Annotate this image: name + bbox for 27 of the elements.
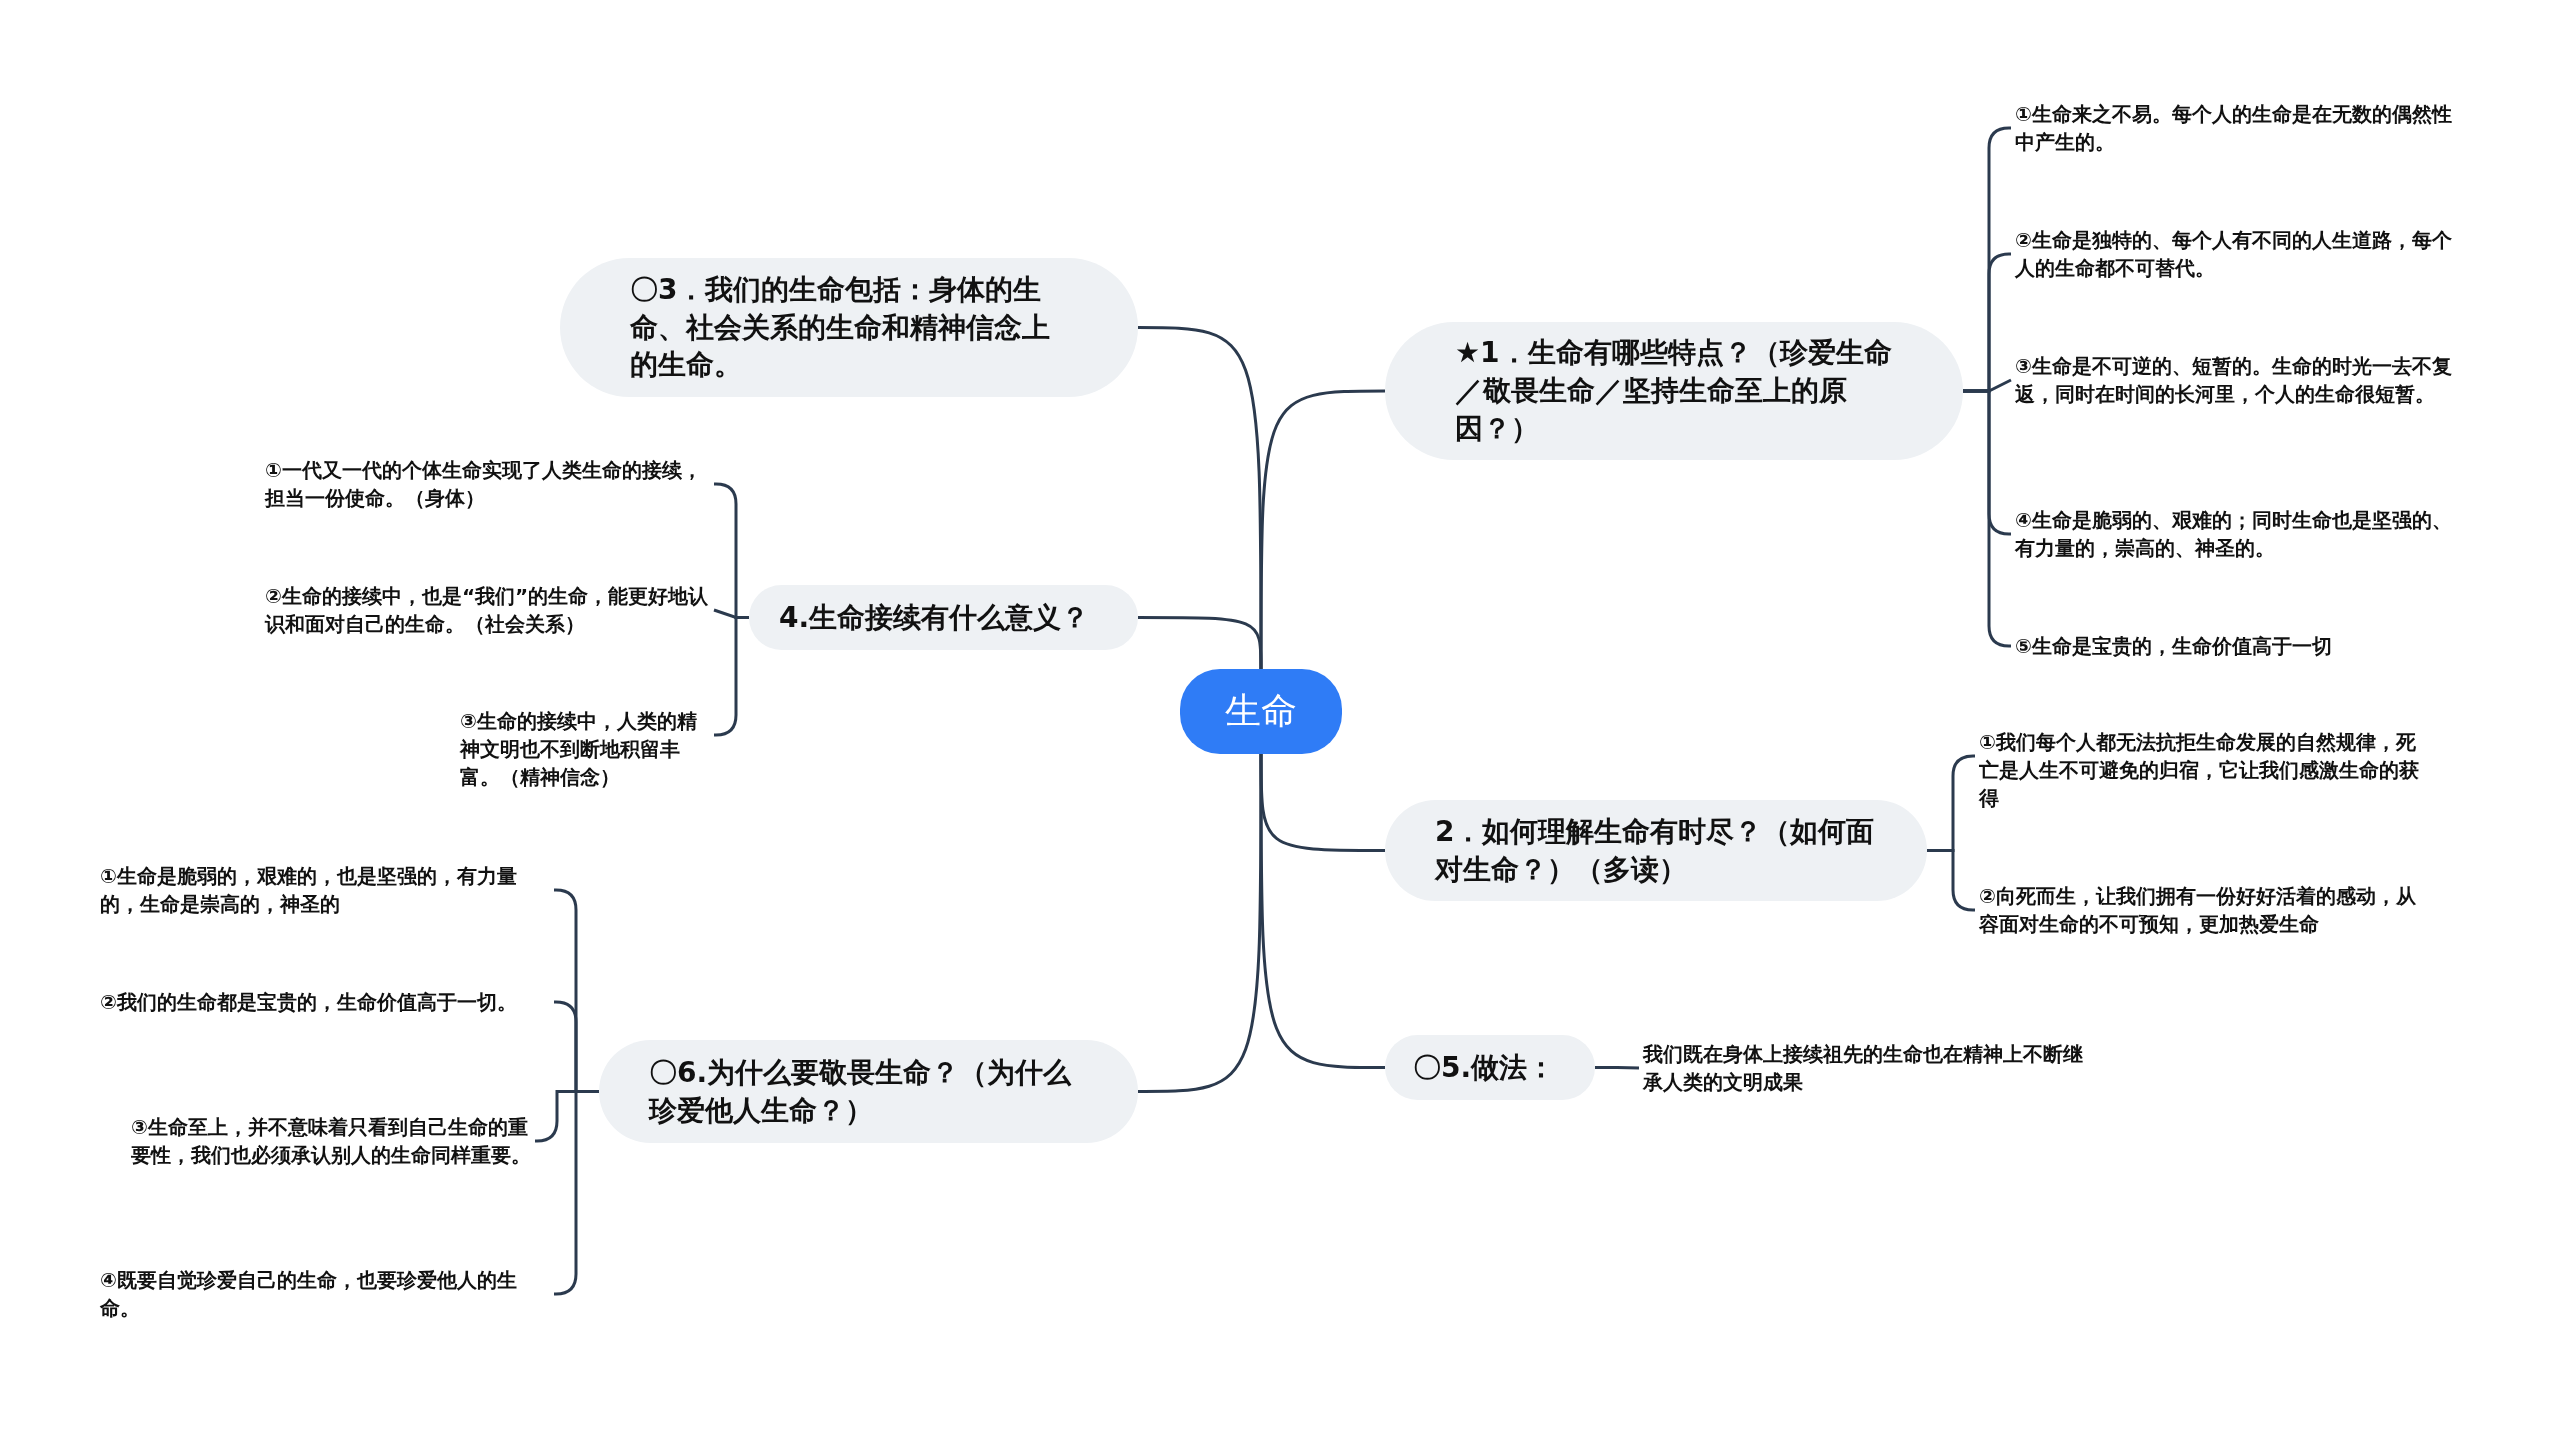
subtopic-text: 我们既在身体上接续祖先的生命也在精神上不断继承人类的文明成果	[1643, 1040, 2088, 1096]
subtopic-text: ⑤生命是宝贵的，生命价值高于一切	[2015, 632, 2465, 660]
connector-line	[1595, 1066, 1640, 1070]
subtopic-text: ②生命是独特的、每个人有不同的人生道路，每个人的生命都不可替代。	[2015, 226, 2465, 282]
subtopic-text: ②生命的接续中，也是“我们”的生命，能更好地认识和面对自己的生命。（社会关系）	[265, 582, 710, 638]
subtopic-text: ③生命的接续中，人类的精神文明也不到断地积留丰富。（精神信念）	[460, 707, 710, 791]
subtopic-text: ①我们每个人都无法抗拒生命发展的自然规律，死亡是人生不可避免的归宿，它让我们感激生命的获得	[1979, 728, 2419, 812]
connector-line	[1138, 616, 1263, 669]
subtopic-text: ④生命是脆弱的、艰难的；同时生命也是坚强的、有力量的，崇高的、神圣的。	[2015, 506, 2465, 562]
topic-pill: 2．如何理解生命有时尽？（如何面对生命？）（多读）	[1385, 800, 1927, 901]
connector-line	[1259, 389, 1385, 669]
topic-pill: 4.生命接续有什么意义？	[749, 585, 1138, 650]
topic-pill: 〇6.为什么要敬畏生命？（为什么珍爱他人生命？）	[599, 1040, 1138, 1143]
topic-pill: 〇3．我们的生命包括：身体的生命、社会关系的生命和精神信念上的生命。	[560, 258, 1138, 397]
central-topic: 生命	[1180, 669, 1342, 754]
subtopic-text: ④既要自觉珍爱自己的生命，也要珍爱他人的生命。	[100, 1266, 550, 1322]
subtopic-text: ③生命是不可逆的、短暂的。生命的时光一去不复返，同时在时间的长河里，个人的生命很短暂。	[2015, 352, 2465, 408]
subtopic-text: ①生命来之不易。每个人的生命是在无数的偶然性中产生的。	[2015, 100, 2465, 156]
subtopic-text: ②向死而生，让我们拥有一份好好活着的感动，从容面对生命的不可预知，更加热爱生命	[1979, 882, 2419, 938]
subtopic-text: ①生命是脆弱的，艰难的，也是坚强的，有力量的，生命是崇高的，神圣的	[100, 862, 550, 918]
topic-pill: 〇5.做法：	[1385, 1035, 1595, 1100]
connector-line	[1138, 754, 1263, 1093]
subtopic-text: ②我们的生命都是宝贵的，生命价值高于一切。	[100, 988, 550, 1016]
connector-line	[1259, 754, 1385, 1069]
topic-pill: ★1．生命有哪些特点？（珍爱生命／敬畏生命／坚持生命至上的原因？）	[1385, 322, 1963, 460]
subtopic-text: ③生命至上，并不意味着只看到自己生命的重要性，我们也必须承认别人的生命同样重要。	[131, 1113, 531, 1169]
subtopic-text: ①一代又一代的个体生命实现了人类生命的接续，担当一份使命。（身体）	[265, 456, 710, 512]
